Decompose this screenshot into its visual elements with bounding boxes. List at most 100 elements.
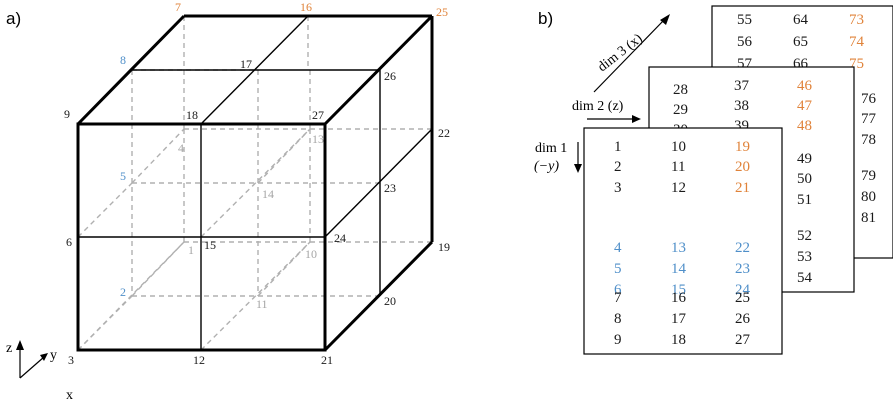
node-2: 2 (120, 285, 126, 299)
svg-text:1: 1 (614, 139, 622, 155)
node-7: 7 (175, 0, 181, 14)
svg-text:25: 25 (735, 290, 750, 306)
axis-y-label: y (50, 348, 57, 363)
svg-text:53: 53 (797, 249, 812, 265)
sheet-front (583, 127, 783, 355)
svg-text:49: 49 (797, 151, 812, 167)
node-16: 16 (300, 0, 312, 14)
dim1-sub-label: (−y) (534, 159, 559, 174)
dim3-group: dim 3 (x) (595, 31, 646, 75)
node-3: 3 (68, 353, 74, 367)
svg-text:8: 8 (614, 311, 622, 327)
svg-text:3: 3 (614, 180, 622, 196)
node-11: 11 (256, 297, 268, 311)
sheet-back-numbers: 55 64 73 56 65 74 57 66 75 76 77 78 79 8… (737, 12, 877, 226)
svg-text:5: 5 (614, 261, 622, 277)
panel-a-label: a) (6, 9, 21, 28)
node-12: 12 (193, 353, 205, 367)
svg-text:51: 51 (797, 192, 812, 208)
dim1-label: dim 1 (535, 141, 567, 156)
node-9: 9 (64, 107, 70, 121)
svg-text:47: 47 (797, 98, 813, 114)
node-14: 14 (262, 187, 274, 201)
svg-text:27: 27 (735, 332, 751, 348)
node-26: 26 (384, 69, 396, 83)
node-19: 19 (438, 240, 450, 254)
svg-text:28: 28 (673, 82, 688, 98)
node-23: 23 (384, 181, 396, 195)
svg-text:7: 7 (614, 290, 622, 306)
svg-text:76: 76 (861, 91, 877, 107)
svg-text:2: 2 (614, 159, 622, 175)
svg-text:20: 20 (735, 159, 750, 175)
svg-text:56: 56 (737, 34, 753, 50)
axis-z-label: z (6, 341, 12, 356)
svg-text:29: 29 (673, 102, 688, 118)
node-22: 22 (438, 126, 450, 140)
node-labels: 1 2 3 4 5 6 7 8 9 10 11 12 13 14 15 16 1… (64, 0, 450, 367)
node-24: 24 (334, 231, 346, 245)
svg-text:26: 26 (735, 311, 751, 327)
sheet-front-numbers: 1 10 19 2 11 20 3 12 21 4 13 22 5 14 23 … (614, 139, 751, 306)
svg-text:64: 64 (793, 12, 809, 28)
svg-text:55: 55 (737, 12, 752, 28)
svg-text:65: 65 (793, 34, 808, 50)
svg-text:46: 46 (797, 78, 813, 94)
svg-text:10: 10 (671, 139, 686, 155)
svg-text:22: 22 (735, 240, 750, 256)
node-27: 27 (312, 108, 324, 122)
svg-text:37: 37 (734, 78, 750, 94)
svg-text:9: 9 (614, 332, 622, 348)
panel-b-label: b) (538, 9, 553, 28)
dim3-arrow (593, 14, 670, 93)
dim2-label: dim 2 (z) (572, 99, 624, 114)
svg-text:48: 48 (797, 118, 812, 134)
svg-text:4: 4 (614, 240, 622, 256)
node-6: 6 (66, 235, 72, 249)
svg-text:54: 54 (797, 270, 813, 286)
svg-text:21: 21 (735, 180, 750, 196)
dim1-arrow (574, 142, 582, 173)
node-18: 18 (186, 108, 198, 122)
svg-text:78: 78 (861, 132, 876, 148)
svg-text:12: 12 (671, 180, 686, 196)
node-5: 5 (120, 169, 126, 183)
svg-text:15: 15 (671, 282, 686, 298)
svg-text:77: 77 (861, 111, 877, 127)
node-25: 25 (436, 5, 448, 19)
svg-text:17: 17 (671, 311, 687, 327)
node-8: 8 (120, 53, 126, 67)
svg-text:6: 6 (614, 282, 622, 298)
svg-text:74: 74 (849, 34, 865, 50)
node-15: 15 (204, 238, 216, 252)
svg-text:24: 24 (735, 282, 751, 298)
svg-text:14: 14 (671, 261, 687, 277)
svg-text:19: 19 (735, 139, 750, 155)
svg-text:13: 13 (671, 240, 686, 256)
sheet-front-bottom: 16 25 8 17 26 9 18 27 (614, 290, 751, 348)
svg-text:73: 73 (849, 12, 864, 28)
svg-text:18: 18 (671, 332, 686, 348)
svg-text:16: 16 (671, 290, 687, 306)
node-20: 20 (384, 294, 396, 308)
dim3-label: dim 3 (x) (595, 31, 646, 75)
node-17: 17 (240, 57, 252, 71)
node-13: 13 (312, 132, 324, 146)
axis-x-label: x (66, 388, 73, 403)
svg-text:79: 79 (861, 168, 876, 184)
svg-text:52: 52 (797, 228, 812, 244)
svg-text:81: 81 (861, 210, 876, 226)
visible-inner-edges (78, 15, 433, 350)
svg-text:80: 80 (861, 189, 876, 205)
svg-text:23: 23 (735, 261, 750, 277)
axis-triad (16, 340, 48, 379)
svg-text:11: 11 (671, 159, 685, 175)
svg-text:38: 38 (734, 98, 749, 114)
node-1: 1 (188, 243, 194, 257)
node-10: 10 (305, 247, 317, 261)
svg-text:50: 50 (797, 171, 812, 187)
node-4: 4 (178, 141, 184, 155)
visible-outer-edges (76, 14, 434, 352)
dim2-arrow (587, 115, 641, 123)
